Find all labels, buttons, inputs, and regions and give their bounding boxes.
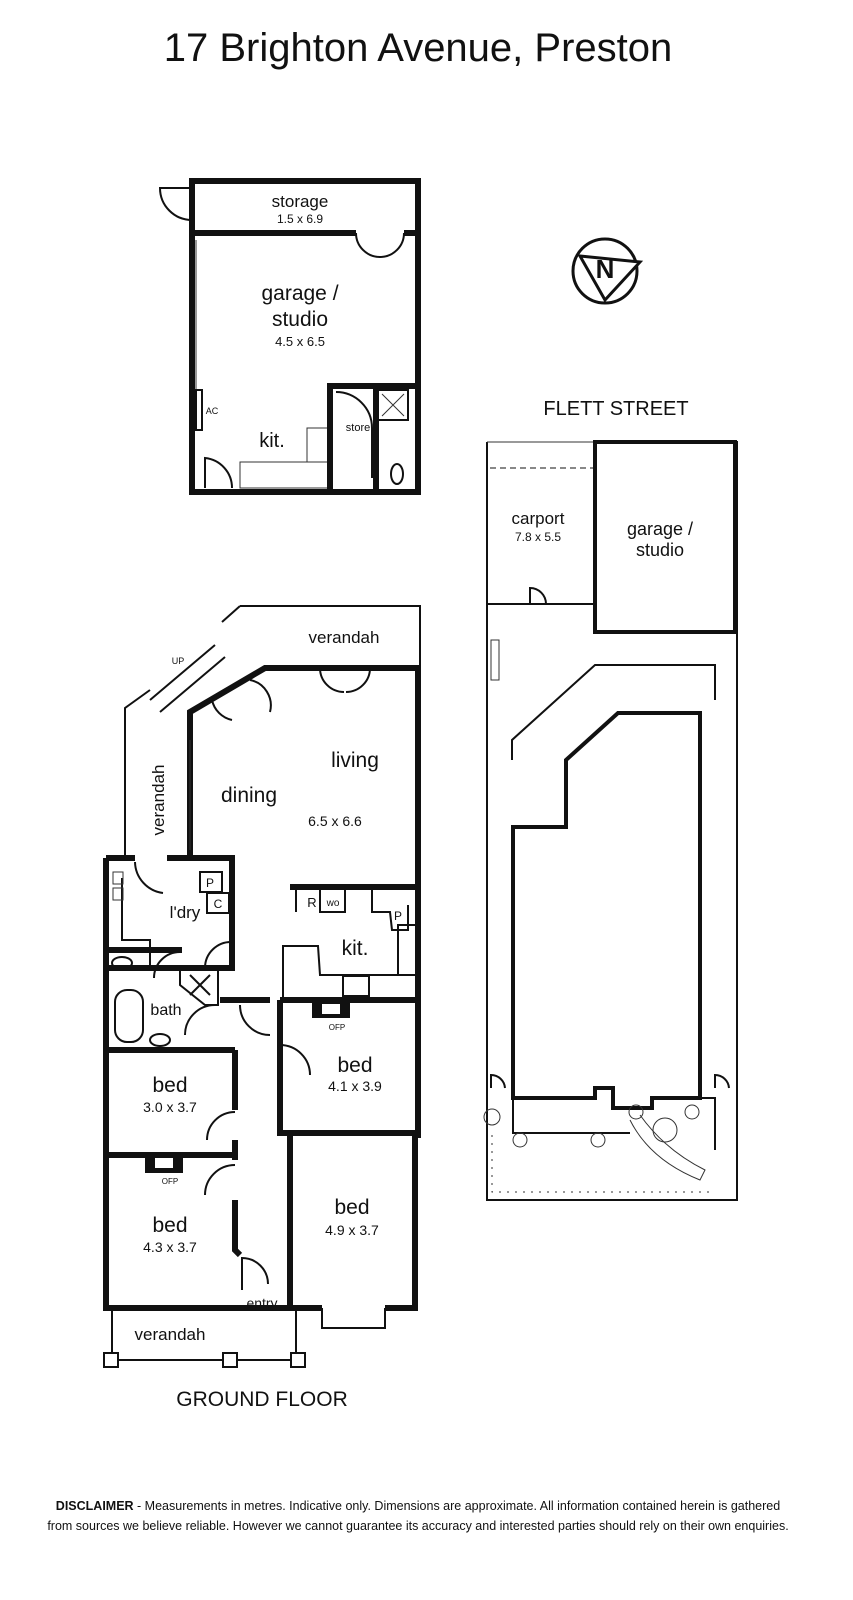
carport-label: carport (512, 509, 565, 528)
living-size: 6.5 x 6.6 (308, 813, 362, 829)
site-plan: FLETT STREET carport 7.8 x 5.5 garage / … (483, 398, 738, 1201)
bed4-label: bed (334, 1196, 369, 1219)
living-label: living (331, 749, 379, 772)
dining-label: dining (221, 784, 277, 807)
bed1-ofp-label: OFP (329, 1023, 345, 1032)
compass-letter: N (596, 254, 615, 284)
page-title: 17 Brighton Avenue, Preston (163, 26, 673, 70)
site-garage-label-2: studio (636, 540, 684, 560)
bed4-size: 4.9 x 3.7 (325, 1222, 379, 1238)
compass-icon: N (571, 237, 644, 305)
bed2-label: bed (152, 1074, 187, 1097)
garage-size: 4.5 x 6.5 (275, 334, 325, 349)
storage-label: storage (272, 192, 329, 211)
storage-size: 1.5 x 6.9 (277, 212, 323, 226)
street-label: FLETT STREET (543, 398, 688, 420)
outbuilding-plan: storage 1.5 x 6.9 garage / studio 4.5 x … (158, 178, 421, 495)
outbuilding-kitchen-label: kit. (259, 430, 285, 452)
up-label: UP (172, 656, 185, 666)
ac-label: AC (206, 406, 219, 416)
bed1-label: bed (337, 1054, 372, 1077)
disclaimer-heading: DISCLAIMER (55, 1499, 134, 1513)
garage-label-2: studio (272, 308, 328, 331)
rear-verandah-label: verandah (309, 628, 380, 647)
side-verandah-label: verandah (149, 765, 168, 836)
disclaimer-line-1: - Measurements in metres. Indicative onl… (133, 1499, 781, 1513)
store-label: store (346, 422, 370, 434)
kitchen-pantry-label: P (394, 909, 402, 923)
disclaimer: DISCLAIMER - Measurements in metres. Ind… (0, 1496, 836, 1536)
fridge-r-label: R (307, 895, 316, 910)
front-verandah-label: verandah (135, 1325, 206, 1344)
wall-oven-label: wo (326, 898, 340, 909)
garage-label-1: garage / (261, 282, 338, 305)
cupboard-c-label: C (214, 897, 223, 911)
ground-floor-plan: UP verandah verandah dining living 6.5 x… (103, 605, 421, 1411)
laundry-label: l'dry (170, 903, 201, 922)
pantry-p-label: P (206, 876, 214, 890)
kitchen-label: kit. (342, 937, 369, 960)
bed3-label: bed (152, 1214, 187, 1237)
bed3-ofp-label: OFP (162, 1177, 178, 1186)
bed2-size: 3.0 x 3.7 (143, 1099, 197, 1115)
bed1-size: 4.1 x 3.9 (328, 1078, 382, 1094)
carport-size: 7.8 x 5.5 (515, 530, 561, 544)
site-garage-label-1: garage / (627, 519, 693, 539)
disclaimer-line-2: from sources we believe reliable. Howeve… (47, 1519, 789, 1533)
bath-label: bath (150, 1002, 181, 1019)
ground-floor-label: GROUND FLOOR (176, 1388, 348, 1411)
bed3-size: 4.3 x 3.7 (143, 1239, 197, 1255)
entry-label: entry (246, 1295, 277, 1311)
